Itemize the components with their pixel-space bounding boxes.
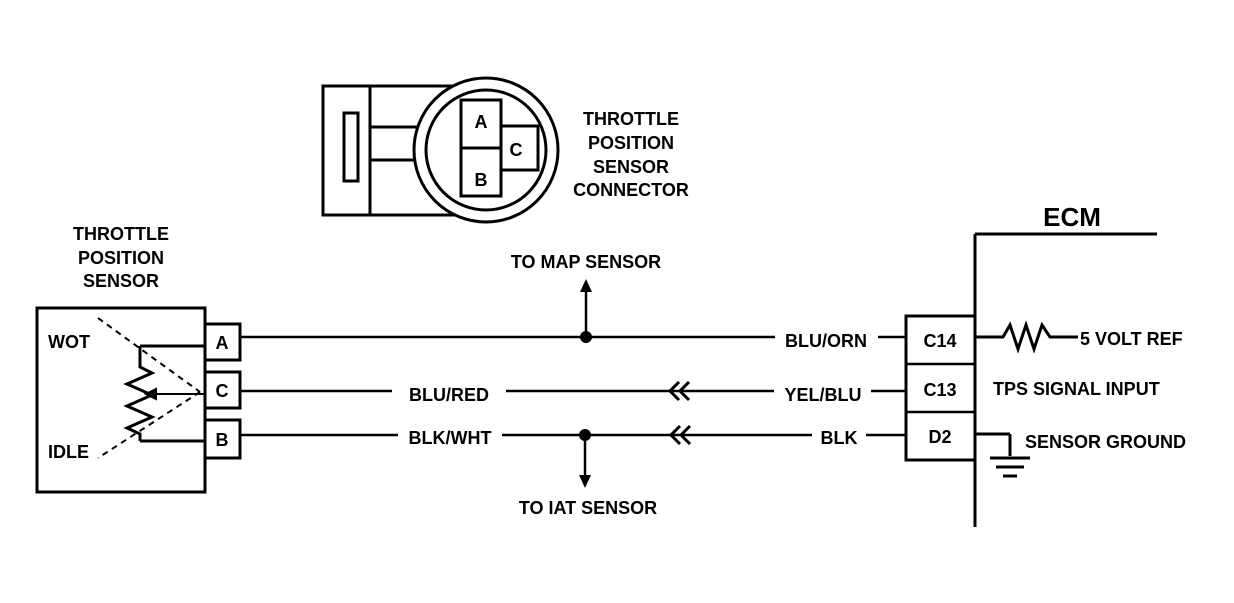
tps-pin-a-label: A xyxy=(216,333,229,353)
connector-pin-c-label: C xyxy=(510,140,523,160)
tps-pin-b-label: B xyxy=(216,430,229,450)
tps-resistor-element xyxy=(123,344,205,443)
tps-wiper-arrow xyxy=(143,387,205,401)
ecm-5v-resistor xyxy=(975,320,1078,354)
ecm-sensor-ground-label: SENSOR GROUND xyxy=(1025,432,1186,452)
wire-label-blk: BLK xyxy=(821,428,858,448)
map-sensor-branch xyxy=(580,279,592,343)
ecm-pin-c13: C13 xyxy=(923,380,956,400)
tps-title-line-3: SENSOR xyxy=(83,271,159,291)
connector-title: THROTTLE POSITION SENSOR CONNECTOR xyxy=(573,109,689,200)
ecm-tps-signal-input-label: TPS SIGNAL INPUT xyxy=(993,379,1160,399)
tps-wot-label: WOT xyxy=(48,332,90,352)
connector-cavity-b xyxy=(459,146,503,198)
wire-label-yel-blu: YEL/BLU xyxy=(784,385,861,405)
tps-pin-b: B xyxy=(203,418,242,460)
ground-connector-symbol xyxy=(668,424,692,446)
ecm-title: ECM xyxy=(1043,202,1101,232)
connector-title-line-2: POSITION xyxy=(588,133,674,153)
to-iat-sensor-label: TO IAT SENSOR xyxy=(519,498,657,518)
connector-pin-b-label: B xyxy=(475,170,488,190)
ecm-5v-ref-label: 5 VOLT REF xyxy=(1080,329,1183,349)
tps-title: THROTTLE POSITION SENSOR xyxy=(73,224,169,291)
tps-pin-c-label: C xyxy=(216,381,229,401)
connector-title-line-1: THROTTLE xyxy=(583,109,679,129)
ground-icon xyxy=(975,432,1030,478)
ecm-pin-c14: C14 xyxy=(923,331,956,351)
connector-title-line-4: CONNECTOR xyxy=(573,180,689,200)
connector-title-line-3: SENSOR xyxy=(593,157,669,177)
iat-sensor-branch xyxy=(579,429,591,488)
ecm-pin-d2: D2 xyxy=(928,427,951,447)
tps-pin-c: C xyxy=(203,370,242,410)
tps-idle-label: IDLE xyxy=(48,442,89,462)
connector-latch xyxy=(342,111,360,183)
tps-wiper-travel-lines xyxy=(97,317,201,459)
wire-label-blk-wht: BLK/WHT xyxy=(409,428,492,448)
connector-pin-a-label: A xyxy=(475,112,488,132)
connector-cavity-c xyxy=(499,124,540,172)
ecm-connector-block xyxy=(904,314,977,462)
signal-connector-symbol xyxy=(667,380,691,402)
to-map-sensor-label: TO MAP SENSOR xyxy=(511,252,661,272)
tps-connector-illustration xyxy=(321,76,560,224)
wire-label-blu-red: BLU/RED xyxy=(409,385,489,405)
connector-inner-ring xyxy=(424,88,548,212)
tps-pin-a: A xyxy=(203,322,242,362)
tps-title-line-2: POSITION xyxy=(78,248,164,268)
wire-label-blu-orn: BLU/ORN xyxy=(785,331,867,351)
tps-title-line-1: THROTTLE xyxy=(73,224,169,244)
